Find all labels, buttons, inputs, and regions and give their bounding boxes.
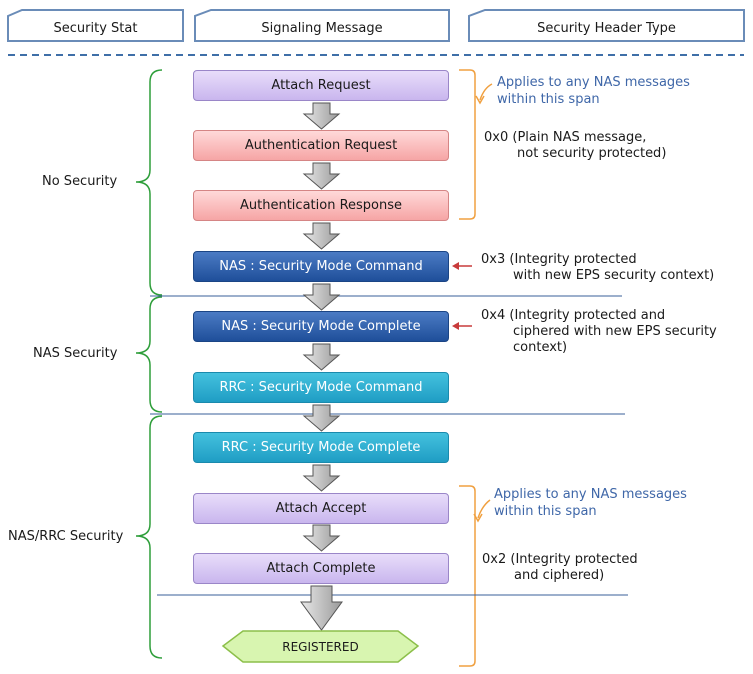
flow-arrow-6 — [302, 404, 341, 432]
flow-arrow-4 — [302, 283, 341, 311]
header-tab-security-header-type — [468, 9, 745, 42]
flow-arrow-7 — [302, 464, 341, 492]
message-attach-request: Attach Request — [193, 70, 449, 101]
span-note-top-line2: within this span — [497, 92, 600, 107]
header-type-0x0-line1: 0x0 (Plain NAS message, — [484, 130, 647, 145]
header-type-0x2-line2: and ciphered) — [514, 568, 605, 583]
span-note-top-line1: Applies to any NAS messages — [497, 75, 690, 90]
message-attach-accept: Attach Accept — [193, 493, 449, 524]
header-type-0x4-line3: context) — [513, 340, 568, 355]
bracket-nas-security — [135, 296, 163, 413]
header-tab-signaling-message — [194, 9, 450, 42]
message-authentication-request: Authentication Request — [193, 130, 449, 161]
flow-arrow-8 — [302, 524, 341, 552]
stage-nas-security: NAS Security — [33, 346, 118, 361]
header-type-0x3-line1: 0x3 (Integrity protected — [481, 252, 637, 267]
flow-arrow-3 — [302, 222, 341, 250]
flow-arrow-9 — [300, 585, 343, 631]
message-rrc-security-mode-complete: RRC : Security Mode Complete — [193, 432, 449, 463]
message-attach-complete: Attach Complete — [193, 553, 449, 584]
span-note-bottom: Applies to any NAS messages within this … — [494, 486, 687, 520]
header-security-state: Security Stat — [53, 21, 138, 36]
header-security-header-type: Security Header Type — [537, 21, 676, 36]
flow-arrow-2 — [302, 162, 341, 190]
header-type-0x0: 0x0 (Plain NAS message, not security pro… — [484, 130, 666, 162]
message-authentication-response: Authentication Response — [193, 190, 449, 221]
registered-label: REGISTERED — [282, 639, 359, 654]
flow-arrow-1 — [302, 102, 341, 130]
orange-bracket-top — [459, 69, 476, 220]
orange-bracket-bottom — [459, 485, 476, 667]
span-note-bottom-line2: within this span — [494, 504, 597, 519]
header-type-0x0-line2: not security protected) — [517, 146, 667, 161]
header-type-0x2: 0x2 (Integrity protected and ciphered) — [482, 552, 638, 584]
header-type-0x4-line2: ciphered with new EPS security — [513, 324, 717, 339]
red-arrow-nas-smc-complete — [452, 322, 472, 330]
orange-pointer-arrow-bottom — [477, 499, 491, 519]
header-tab-security-state — [7, 9, 184, 42]
bracket-nas-rrc-security — [135, 415, 163, 659]
header-type-0x4-line1: 0x4 (Integrity protected and — [481, 308, 666, 323]
header-type-0x3-line2: with new EPS security context) — [513, 268, 715, 283]
registered-shape — [221, 630, 420, 663]
header-type-0x4: 0x4 (Integrity protected and ciphered wi… — [481, 308, 717, 356]
stage-nas-rrc-security: NAS/RRC Security — [8, 529, 124, 544]
message-nas-security-mode-command: NAS : Security Mode Command — [193, 251, 449, 282]
span-note-top: Applies to any NAS messages within this … — [497, 74, 690, 108]
header-type-0x3: 0x3 (Integrity protected with new EPS se… — [481, 252, 714, 284]
header-type-0x2-line1: 0x2 (Integrity protected — [482, 552, 638, 567]
stage-no-security: No Security — [42, 174, 118, 189]
message-rrc-security-mode-command: RRC : Security Mode Command — [193, 372, 449, 403]
flow-arrow-5 — [302, 343, 341, 371]
message-nas-security-mode-complete: NAS : Security Mode Complete — [193, 311, 449, 342]
red-arrow-nas-smc — [452, 262, 472, 270]
header-signaling-message: Signaling Message — [261, 21, 383, 36]
span-note-bottom-line1: Applies to any NAS messages — [494, 487, 687, 502]
bracket-no-security — [135, 69, 163, 296]
orange-pointer-arrow-top — [479, 83, 493, 101]
